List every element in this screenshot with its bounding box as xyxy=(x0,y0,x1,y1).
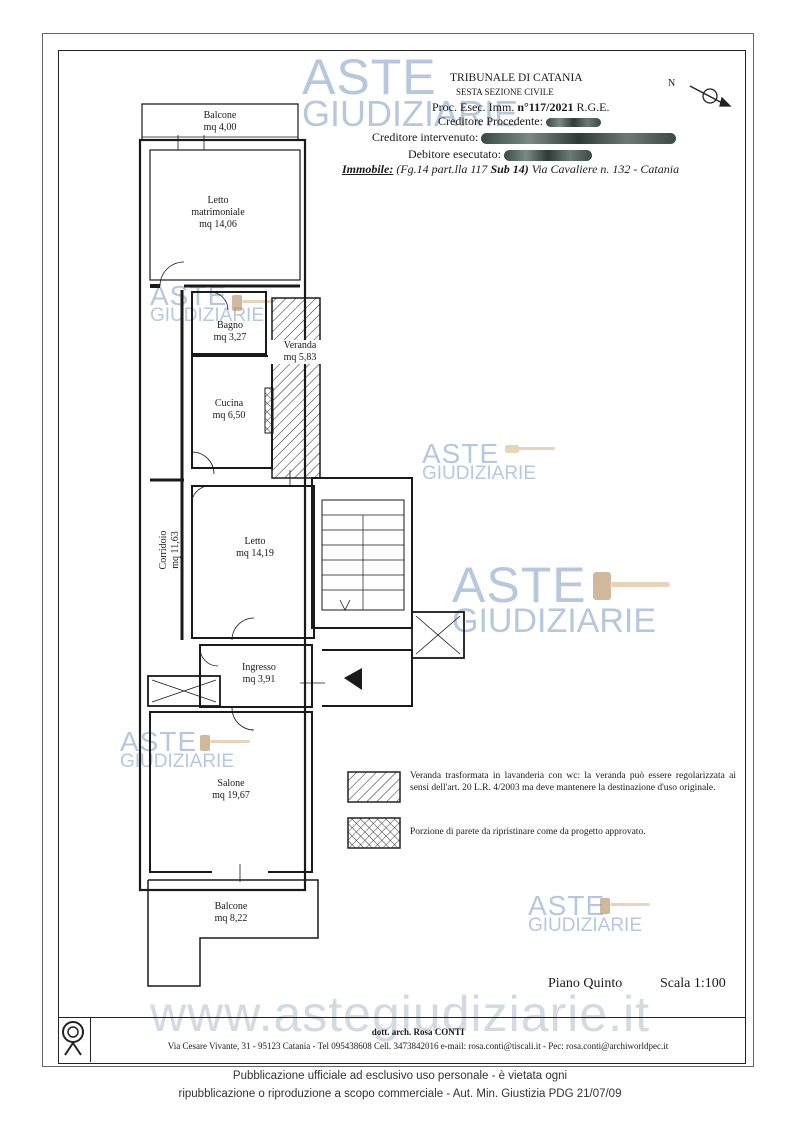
room-letto: Letto mq 14,19 xyxy=(215,536,295,560)
room-area: mq 5,83 xyxy=(283,352,317,363)
publication-notice-line1: Pubblicazione ufficiale ad esclusivo uso… xyxy=(232,1070,568,1082)
room-area: mq 14,06 xyxy=(199,219,237,230)
watermark-word: ASTE xyxy=(422,438,500,469)
room-area: mq 3,91 xyxy=(242,674,276,685)
creditore-intervenuto-label: Creditore intervenuto: xyxy=(372,130,479,144)
legend-text-veranda: Veranda trasformata in lavanderia con wc… xyxy=(410,771,736,793)
balcony-bottom xyxy=(147,879,319,987)
architect-name: dott. arch. Rosa CONTI xyxy=(371,1027,465,1037)
footer-rule xyxy=(58,1017,746,1018)
page-outer-frame xyxy=(42,33,754,1067)
publication-notice-line2: ripubblicazione o riproduzione a scopo c… xyxy=(178,1088,622,1100)
immobile-address: Via Cavaliere n. 132 - Catania xyxy=(531,162,680,176)
balcony-top xyxy=(141,103,299,140)
procedure-number: n°117/2021 xyxy=(517,100,574,114)
debitore-line: Debitore esecutato: xyxy=(408,147,592,162)
watermark-word: GIUDIZIARIE xyxy=(120,751,235,772)
watermark-aste: ASTE GIUDIZIARIE xyxy=(120,726,235,772)
room-area: mq 3,27 xyxy=(213,332,247,343)
room-name: Letto xyxy=(207,195,229,206)
creditore-procedente-line: Creditore Procedente: xyxy=(438,114,601,129)
room-name: Veranda xyxy=(283,340,317,351)
procedure-line: Proc. Esec. Imm. n°117/2021 R.G.E. xyxy=(432,100,609,115)
letto-wall xyxy=(191,485,315,639)
room-name: Ingresso xyxy=(242,662,276,673)
architect-address: Via Cesare Vivante, 31 - 95123 Catania -… xyxy=(167,1041,669,1051)
room-balcone-bottom: Balcone mq 8,22 xyxy=(191,901,271,925)
room-veranda: Veranda mq 5,83 xyxy=(268,340,332,364)
court-name: TRIBUNALE DI CATANIA xyxy=(450,72,583,84)
redaction-mark xyxy=(503,149,592,161)
watermark-aste: ASTE GIUDIZIARIE xyxy=(528,890,643,936)
watermark-url: www.astegiudiziarie.it xyxy=(150,986,650,1042)
debitore-label: Debitore esecutato: xyxy=(408,147,501,161)
immobile-cadastral: (Fg.14 part.lla 117 xyxy=(396,162,488,176)
room-area: mq 14,19 xyxy=(236,548,274,559)
room-name: Letto xyxy=(244,536,266,547)
legend-swatch-diagonal xyxy=(347,771,401,803)
stair-steps xyxy=(322,514,404,610)
veranda xyxy=(271,297,321,479)
watermark-word: GIUDIZIARIE xyxy=(452,602,657,640)
watermark-aste: ASTE GIUDIZIARIE xyxy=(302,52,518,132)
room-area: mq 4,00 xyxy=(203,122,237,133)
creditore-intervenuto-line: Creditore intervenuto: xyxy=(372,130,677,145)
shaft xyxy=(147,675,221,707)
outer-wall xyxy=(138,138,307,892)
architect-seal-icon xyxy=(62,1021,84,1056)
scale-label: Scala 1:100 xyxy=(660,976,726,991)
watermark-word: GIUDIZIARIE xyxy=(302,93,519,134)
lift xyxy=(411,611,465,659)
watermark-word: ASTE xyxy=(120,726,198,757)
redaction-mark xyxy=(545,117,601,127)
room-cucina: Cucina mq 6,50 xyxy=(196,398,262,422)
room-area: mq 8,22 xyxy=(214,913,248,924)
room-name: Bagno xyxy=(216,320,244,331)
room-ingresso: Ingresso mq 3,91 xyxy=(226,662,292,686)
footer-divider xyxy=(90,1017,91,1062)
watermark-aste: ASTE GIUDIZIARIE xyxy=(452,560,656,638)
watermark-word: ASTE xyxy=(528,890,606,921)
procedure-prefix: Proc. Esec. Imm. xyxy=(432,100,515,114)
redaction-mark xyxy=(481,132,677,144)
svg-text:N: N xyxy=(668,78,675,89)
legend-text-parete: Porzione di parete da ripristinare come … xyxy=(410,827,646,837)
legend-swatch-cross xyxy=(347,817,401,849)
bagno-wall xyxy=(191,291,267,355)
drawing-frame xyxy=(58,50,746,1064)
room-letto-matrimoniale: Letto matrimoniale mq 14,06 xyxy=(178,195,258,231)
room-area: mq 19,67 xyxy=(212,790,250,801)
immobile-sub: Sub 14) xyxy=(490,162,529,176)
immobile-label: Immobile: xyxy=(342,162,394,176)
room-name: Cucina xyxy=(214,398,244,409)
procedure-suffix: R.G.E. xyxy=(576,100,610,114)
room-name: Balcone xyxy=(214,901,248,912)
north-arrow-icon: N xyxy=(668,78,732,107)
watermark-word: GIUDIZIARIE xyxy=(528,915,643,936)
room-salone: Salone mq 19,67 xyxy=(191,778,271,802)
room-bagno: Bagno mq 3,27 xyxy=(196,320,264,344)
room-name: matrimoniale xyxy=(191,207,245,218)
room-name: Balcone xyxy=(203,110,237,121)
creditore-procedente-label: Creditore Procedente: xyxy=(438,114,543,128)
watermark-word: GIUDIZIARIE xyxy=(422,463,537,484)
entrance-arrow-icon xyxy=(344,668,362,690)
room-area: mq 6,50 xyxy=(212,410,246,421)
stairwell xyxy=(311,477,413,629)
court-section: SESTA SEZIONE CIVILE xyxy=(456,87,554,97)
watermark-word: ASTE xyxy=(302,49,437,105)
room-balcone-top: Balcone mq 4,00 xyxy=(180,110,260,134)
watermark-aste: ASTE GIUDIZIARIE xyxy=(422,438,537,484)
watermark-word: ASTE xyxy=(452,557,587,613)
immobile-line: Immobile: (Fg.14 part.lla 117 Sub 14) Vi… xyxy=(342,162,679,177)
room-name: Salone xyxy=(217,778,245,789)
floor-label: Piano Quinto xyxy=(548,976,623,991)
gavel-icon xyxy=(200,295,670,914)
